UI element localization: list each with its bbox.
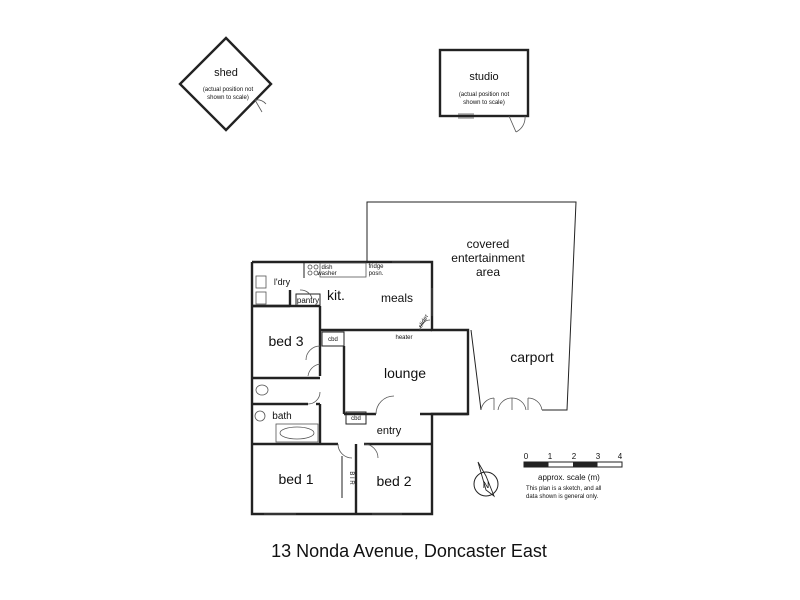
address-caption: 13 Nonda Avenue, Doncaster East bbox=[271, 541, 547, 561]
bath-label: bath bbox=[272, 411, 291, 422]
meals-label: meals bbox=[381, 291, 413, 305]
scale-tick-4: 4 bbox=[618, 452, 623, 461]
bed2-label: bed 2 bbox=[376, 473, 411, 489]
studio-outbuilding: studio (actual position not shown to sca… bbox=[438, 48, 530, 133]
carport-label: carport bbox=[510, 349, 554, 365]
slider-label: slider bbox=[418, 314, 430, 329]
kitchen-label: kit. bbox=[327, 287, 345, 303]
scale-tick-3: 3 bbox=[596, 452, 601, 461]
covered-area-outline bbox=[366, 201, 577, 411]
scale-tick-0: 0 bbox=[524, 452, 529, 461]
laundry-label: l'dry bbox=[274, 277, 291, 287]
studio-note-line2: shown to scale) bbox=[463, 100, 505, 106]
shed-note-line2: shown to scale) bbox=[207, 95, 249, 101]
dishwasher-label-line1: dish bbox=[321, 265, 332, 271]
shed-outbuilding: shed (actual position not shown to scale… bbox=[178, 36, 273, 132]
door-swings bbox=[299, 288, 433, 459]
scale-tick-2: 2 bbox=[572, 452, 577, 461]
pantry-label: pantry bbox=[297, 296, 319, 305]
scale-label: approx. scale (m) bbox=[538, 473, 600, 482]
shed-label: shed bbox=[214, 67, 238, 79]
studio-label: studio bbox=[469, 71, 498, 83]
north-compass-icon: N bbox=[473, 461, 499, 498]
bed1-label: bed 1 bbox=[278, 471, 313, 487]
bir-label: B I R bbox=[348, 471, 354, 485]
scale-tick-1: 1 bbox=[548, 452, 553, 461]
cbd-upper-label: cbd bbox=[328, 337, 338, 343]
scale-bar: 0 1 2 3 4 approx. scale (m) This plan is… bbox=[523, 452, 623, 500]
covered-area-label-line1: covered bbox=[467, 237, 510, 251]
bed3-label: bed 3 bbox=[268, 333, 303, 349]
cbd-lower-label: cbd bbox=[351, 416, 361, 422]
studio-note-line1: (actual position not bbox=[459, 92, 510, 98]
scale-disclaimer-line2: data shown is general only. bbox=[526, 494, 599, 500]
heater-label: heater bbox=[395, 335, 412, 341]
scale-disclaimer-line1: This plan is a sketch, and all bbox=[526, 486, 601, 492]
fridge-label-line1: fridge bbox=[368, 264, 384, 270]
covered-area-label-line3: area bbox=[476, 265, 500, 279]
shed-note-line1: (actual position not bbox=[203, 87, 254, 93]
covered-area-label-line2: entertainment bbox=[451, 251, 525, 265]
entry-label: entry bbox=[377, 425, 402, 437]
lounge-label: lounge bbox=[384, 365, 426, 381]
fridge-label-line2: posn. bbox=[369, 271, 384, 277]
compass-letter: N bbox=[483, 480, 490, 490]
dishwasher-label-line2: washer bbox=[316, 271, 336, 277]
